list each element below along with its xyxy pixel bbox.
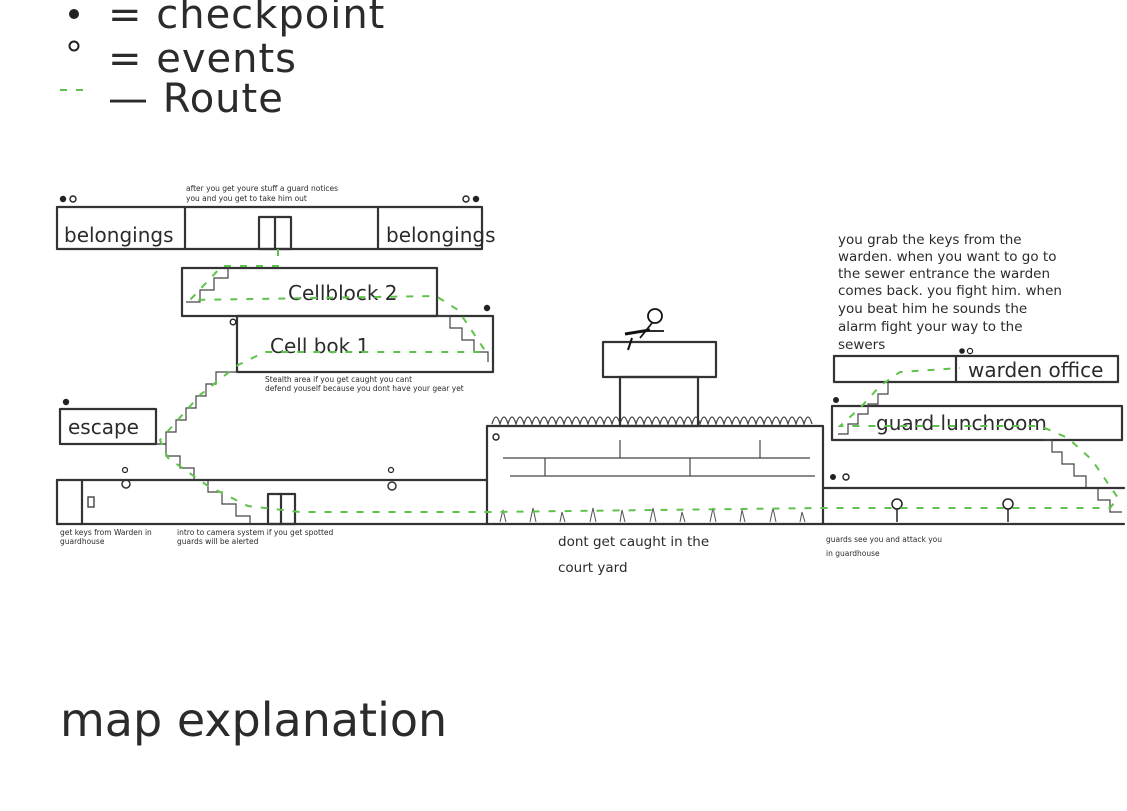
lunchroom-outline [830,404,1124,442]
note-line: warden. when you want to go to [838,249,1056,265]
note-line: guards see you and attack you [826,535,942,544]
note-line: defend youself because you dont have you… [265,384,464,393]
checkpoint-dot-icon [59,195,67,203]
warden-office-outline [832,354,1120,384]
note-line: the sewer entrance the warden [838,266,1050,282]
note-line: in guardhouse [826,549,880,558]
lunchroom-label: guard lunchroom [876,411,1047,435]
legend: = checkpoint = events — Route [60,0,385,122]
event-dot-icon [68,40,80,52]
note-line: you and you get to take him out [186,194,307,203]
stairs-icon [156,443,251,524]
event-dot-icon [966,347,974,355]
guardhouse-corridor [821,473,1126,526]
page-title: map explanation [60,693,447,747]
cellblock-1-label: Cell bok 1 [270,334,369,358]
note-line: sewers [838,337,885,353]
guardhouse-note: guards see you and attack you in guardho… [826,535,942,558]
courtyard-note: dont get caught in the court yard [558,534,709,576]
cellblock-2-label: Cellblock 2 [288,281,398,305]
guard-lunchroom: guard lunchroom [830,382,1124,513]
event-dot-icon [462,195,470,203]
legend-checkpoint-label: = checkpoint [108,0,385,38]
escape-label: escape [68,415,139,439]
camera-note: intro to camera system if you get spotte… [177,528,334,546]
guard-tower [601,308,718,428]
checkpoint-dot-icon [472,195,480,203]
legend-route-label: — Route [108,76,284,122]
keys-note: get keys from Warden in guardhouse [60,528,152,546]
note-line: guards will be alerted [177,537,259,546]
stairs-icon [437,315,489,362]
escape-room: escape [58,398,158,446]
ground-corridor-left [55,466,489,526]
escape-outline [58,407,158,446]
grass-icon [499,507,806,523]
camera-icon [387,481,397,491]
note-line: intro to camera system if you get spotte… [177,528,334,537]
legend-events-label: = events [108,36,297,82]
top-start-note: after you get youre stuff a guard notice… [186,184,338,203]
sniper-guard-icon [624,308,664,351]
top-row-structure: belongings belongings [55,195,496,251]
event-dot-icon [121,466,129,474]
tower-top [601,340,718,379]
belongings-right-label: belongings [386,223,496,247]
warden-office-label: warden office [968,358,1103,382]
note-line: you grab the keys from the [838,232,1022,248]
checkpoint-dot-icon [830,474,836,480]
note-line: you beat him he sounds the [838,301,1027,317]
note-line: after you get youre stuff a guard notice… [186,184,338,193]
cellblock-1: Cell bok 1 [229,304,495,374]
checkpoint-dot-icon [62,398,70,406]
belongings-left-label: belongings [64,223,174,247]
stairs-icon [186,266,229,303]
event-dot-icon [387,466,395,474]
stairs-icon [838,382,889,435]
stairs-icon [1042,439,1122,513]
checkpoint-dot-icon [69,9,79,19]
checkpoint-dot-icon [483,304,491,312]
note-line: guardhouse [60,537,105,546]
checkpoint-dot-icon [833,397,839,403]
note-line: Stealth area if you get caught you cant [265,375,412,384]
guard-icon [891,498,903,522]
note-line: alarm fight your way to the [838,319,1023,335]
event-dot-icon [842,473,850,481]
cellblock-1-outline [235,314,495,374]
warden-office: warden office [832,347,1120,384]
note-line: court yard [558,560,628,576]
note-line: comes back. you fight him. when [838,283,1062,299]
note-line: get keys from Warden in [60,528,152,537]
bushes-icon [491,416,813,427]
camera-icon [121,479,131,489]
event-dot-icon [69,195,77,203]
guard-icon [1002,498,1014,522]
note-line: dont get caught in the [558,534,709,550]
event-dot-icon [492,433,500,441]
tower-body [618,375,700,428]
warden-note: you grab the keys from the warden. when … [838,232,1062,353]
key-icon [87,496,95,508]
cellblock-2: Cellblock 2 [180,266,439,318]
event-dot-icon [229,318,237,326]
checkpoint-dot-icon [959,348,965,354]
stairs-icon [156,371,237,445]
stealth-note: Stealth area if you get caught you cant … [265,375,464,393]
